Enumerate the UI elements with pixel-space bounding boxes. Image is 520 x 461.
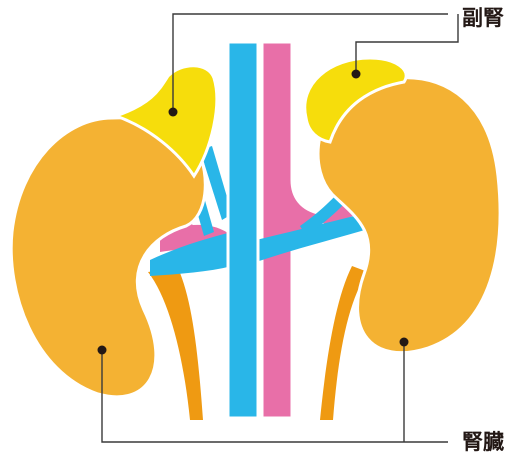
kidney-label: 腎臓 bbox=[462, 432, 504, 453]
adrenal-dot-left bbox=[169, 108, 178, 117]
kidney-dot-right bbox=[400, 338, 409, 347]
adrenal-gland-label: 副腎 bbox=[462, 8, 504, 29]
kidney-dot-left bbox=[98, 346, 107, 355]
inferior-vena-cava bbox=[228, 42, 258, 418]
adrenal-dot-right bbox=[352, 70, 361, 79]
